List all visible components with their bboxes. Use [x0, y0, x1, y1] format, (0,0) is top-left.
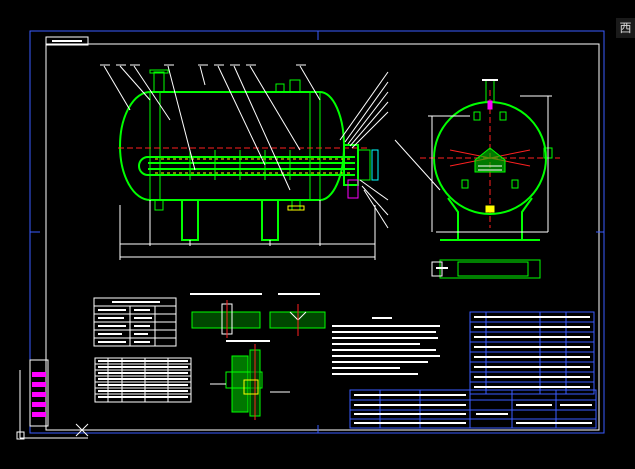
title-block[interactable] — [349, 389, 597, 429]
parts-list-table[interactable] — [469, 311, 595, 395]
design-data-table[interactable] — [93, 297, 177, 347]
detail-view-c[interactable] — [210, 340, 290, 420]
design-data-table-text — [98, 301, 160, 343]
layer-color-legend[interactable] — [29, 359, 49, 427]
crosshair-cursor-icon — [75, 423, 89, 437]
sheet-inner-frame — [45, 43, 600, 431]
technical-requirements-notes — [332, 317, 440, 375]
parts-list-text — [474, 316, 590, 388]
drawing-number-box — [45, 36, 89, 46]
frame-zone-ticks — [30, 31, 604, 433]
vessel-front-view[interactable] — [100, 64, 389, 260]
detail-view-b[interactable] — [269, 293, 326, 336]
title-block-text — [354, 394, 592, 424]
nozzle-table-text — [98, 360, 188, 398]
nozzle-table[interactable] — [94, 357, 192, 403]
detail-view-a[interactable] — [190, 293, 262, 338]
ucs-icon — [16, 370, 88, 440]
vessel-side-view[interactable] — [394, 79, 560, 279]
view-cube-west-face[interactable]: 西 — [616, 18, 635, 38]
